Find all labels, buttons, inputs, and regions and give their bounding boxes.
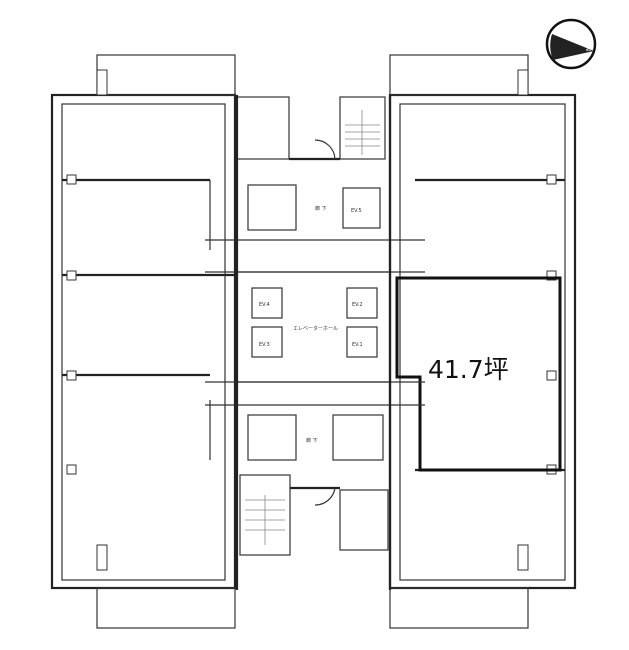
svg-text:EV.4: EV.4 (259, 302, 270, 308)
svg-text:EV.1: EV.1 (352, 342, 363, 348)
central-core: 廊 下 EV.5 EV.4 EV.3 EV.2 EV.1 エレベーターホール 廊… (205, 95, 425, 590)
svg-text:N: N (584, 46, 592, 51)
highlighted-unit[interactable]: 41.7坪 (395, 276, 562, 472)
svg-text:廊 下: 廊 下 (306, 437, 318, 444)
svg-text:EV.5: EV.5 (351, 208, 362, 214)
svg-text:廊 下: 廊 下 (315, 205, 327, 212)
area-label: 41.7坪 (428, 355, 509, 384)
svg-text:エレベーターホール: エレベーターホール (293, 325, 338, 332)
left-wing (50, 54, 237, 629)
right-wing (388, 54, 577, 629)
svg-text:EV.2: EV.2 (352, 302, 363, 308)
north-arrow-icon: N (545, 18, 597, 70)
svg-text:EV.3: EV.3 (259, 342, 270, 348)
